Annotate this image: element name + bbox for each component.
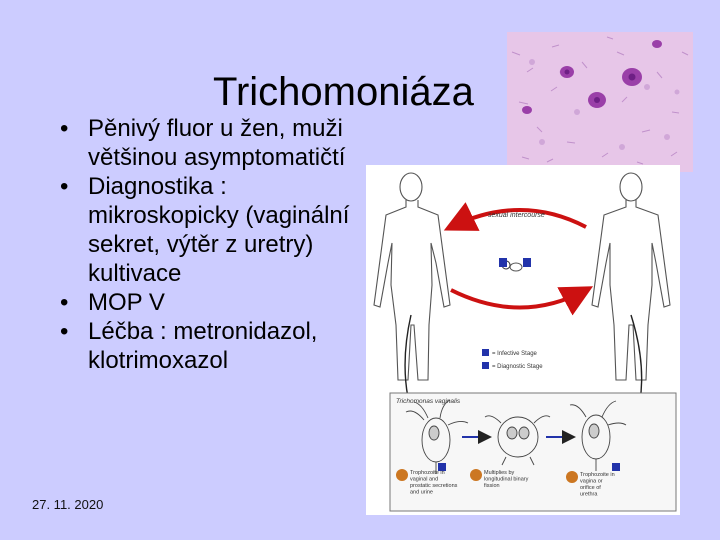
stage-icons — [499, 258, 531, 272]
trophozoite-1 — [405, 399, 469, 474]
intercourse-label: sexual intercourse — [488, 212, 545, 219]
bullet-marker: • — [60, 289, 69, 316]
legend: = Infective Stage = Diagnostic Stage — [482, 349, 543, 370]
trophozoite-3 — [569, 400, 627, 471]
bullet-item: • Pěnivý fluor u žen, muži většinou asymp… — [60, 114, 360, 172]
life-cycle-diagram: sexual intercourse = Infective Stage = D… — [366, 165, 680, 515]
slide-date: 27. 11. 2020 — [32, 497, 104, 512]
bullet-marker: • — [60, 173, 69, 200]
bullet-item: • Léčba : metronidazol, klotrimoxazol — [60, 317, 360, 375]
box-title: Trichomonas vaginalis — [396, 398, 461, 405]
bullet-text: Pěnivý fluor u žen, muži většinou asympt… — [88, 115, 346, 171]
legend-infective: = Infective Stage — [492, 351, 538, 357]
microscopy-image — [507, 32, 693, 172]
slide-title: Trichomoniáza — [213, 70, 474, 114]
bullet-item: • MOP V — [60, 288, 360, 317]
bullet-text: Léčba : metronidazol, klotrimoxazol — [88, 318, 318, 374]
parasite-box — [389, 392, 677, 512]
bullet-list: • Pěnivý fluor u žen, muži většinou asymp… — [60, 114, 360, 375]
bullet-text: Diagnostika : mikroskopicky (vaginální s… — [88, 173, 350, 287]
bullet-marker: • — [60, 115, 69, 142]
trophozoite-2 — [484, 415, 551, 466]
stage-badges — [396, 463, 620, 483]
bullet-marker: • — [60, 318, 69, 345]
bullet-text: MOP V — [88, 289, 165, 316]
arrow-to-female — [443, 202, 587, 231]
arrow-to-male — [450, 286, 594, 316]
bullet-item: • Diagnostika : mikroskopicky (vaginální … — [60, 172, 360, 288]
female-figure — [373, 172, 451, 381]
legend-diagnostic: = Diagnostic Stage — [492, 364, 543, 370]
